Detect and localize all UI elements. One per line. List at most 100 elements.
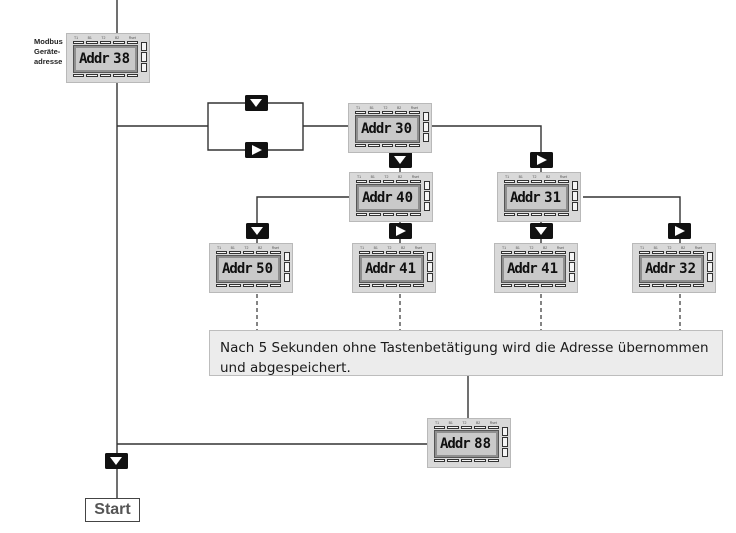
key-label: T1 xyxy=(640,246,645,250)
start-label: Start xyxy=(85,498,140,522)
right-key-icon xyxy=(668,223,691,239)
key-label: T1 xyxy=(360,246,365,250)
lcd-text: Addr xyxy=(507,261,538,277)
lcd-value: 41 xyxy=(399,261,416,277)
key-label: B2 xyxy=(396,106,402,110)
lcd-value: 31 xyxy=(544,190,561,206)
device-keys-top xyxy=(359,251,425,254)
key-label: B1 xyxy=(515,246,520,250)
device-side-leds xyxy=(569,252,575,282)
key-label: B2 xyxy=(257,246,263,250)
device-keys-top xyxy=(356,180,422,183)
right-key-icon xyxy=(530,152,553,168)
lcd-text: Addr xyxy=(440,436,471,452)
key-label: T1 xyxy=(502,246,507,250)
lcd-value: 50 xyxy=(256,261,273,277)
key-label: B1 xyxy=(448,421,453,425)
lcd-text: Addr xyxy=(645,261,676,277)
device-keys-top xyxy=(73,41,139,44)
key-label: T2 xyxy=(383,106,388,110)
device-keys-bottom xyxy=(504,213,570,216)
key-label: Rset xyxy=(271,246,279,250)
device-keys-top xyxy=(501,251,567,254)
modbus-address-label: Modbus Geräte- adresse xyxy=(34,37,63,66)
key-label: T1 xyxy=(357,175,362,179)
key-label: Rset xyxy=(414,246,422,250)
key-label: T2 xyxy=(384,175,389,179)
key-label: B2 xyxy=(545,175,551,179)
right-key-icon xyxy=(245,142,268,158)
device-side-leds xyxy=(502,427,508,457)
key-label: Rset xyxy=(410,106,418,110)
lcd-value: 41 xyxy=(541,261,558,277)
lcd-text: Addr xyxy=(361,121,392,137)
right-key-icon xyxy=(389,223,412,239)
key-label: T2 xyxy=(244,246,249,250)
lcd-text: Addr xyxy=(362,190,393,206)
device-side-leds xyxy=(424,181,430,211)
key-label: B1 xyxy=(518,175,523,179)
lcd-text: Addr xyxy=(365,261,396,277)
device-keys-top xyxy=(216,251,282,254)
key-label: Rset xyxy=(556,246,564,250)
key-label: T2 xyxy=(462,421,467,425)
down-key-icon xyxy=(389,152,412,168)
key-label: T1 xyxy=(74,36,79,40)
timeout-note: Nach 5 Sekunden ohne Tastenbetätigung wi… xyxy=(209,330,723,376)
key-label: T1 xyxy=(356,106,361,110)
lcd-text: Addr xyxy=(510,190,541,206)
device-keys-top xyxy=(639,251,705,254)
key-label: T2 xyxy=(532,175,537,179)
device-side-leds xyxy=(572,181,578,211)
key-label: B1 xyxy=(373,246,378,250)
down-key-icon xyxy=(245,95,268,111)
lcd-value: 38 xyxy=(113,51,130,67)
device-keys-top xyxy=(434,426,500,429)
key-label: B2 xyxy=(542,246,548,250)
down-key-icon xyxy=(246,223,269,239)
key-label: B1 xyxy=(230,246,235,250)
key-label: T2 xyxy=(101,36,106,40)
key-label: Rset xyxy=(411,175,419,179)
lcd-value: 30 xyxy=(395,121,412,137)
down-key-icon xyxy=(530,223,553,239)
key-label: B2 xyxy=(475,421,481,425)
down-key-icon xyxy=(105,453,128,469)
device-keys-bottom xyxy=(355,144,421,147)
timeout-dashed-lines xyxy=(256,294,681,330)
device-side-leds xyxy=(284,252,290,282)
key-label: B1 xyxy=(653,246,658,250)
device-keys-bottom xyxy=(359,284,425,287)
key-label: B2 xyxy=(680,246,686,250)
device-keys-bottom xyxy=(639,284,705,287)
key-label: B1 xyxy=(370,175,375,179)
key-label: Rset xyxy=(128,36,136,40)
lcd-text: Addr xyxy=(79,51,110,67)
key-label: T2 xyxy=(387,246,392,250)
device-keys-bottom xyxy=(216,284,282,287)
lcd-text: Addr xyxy=(222,261,253,277)
device-side-leds xyxy=(423,112,429,142)
key-label: Rset xyxy=(559,175,567,179)
lcd-value: 32 xyxy=(679,261,696,277)
device-keys-top xyxy=(504,180,570,183)
